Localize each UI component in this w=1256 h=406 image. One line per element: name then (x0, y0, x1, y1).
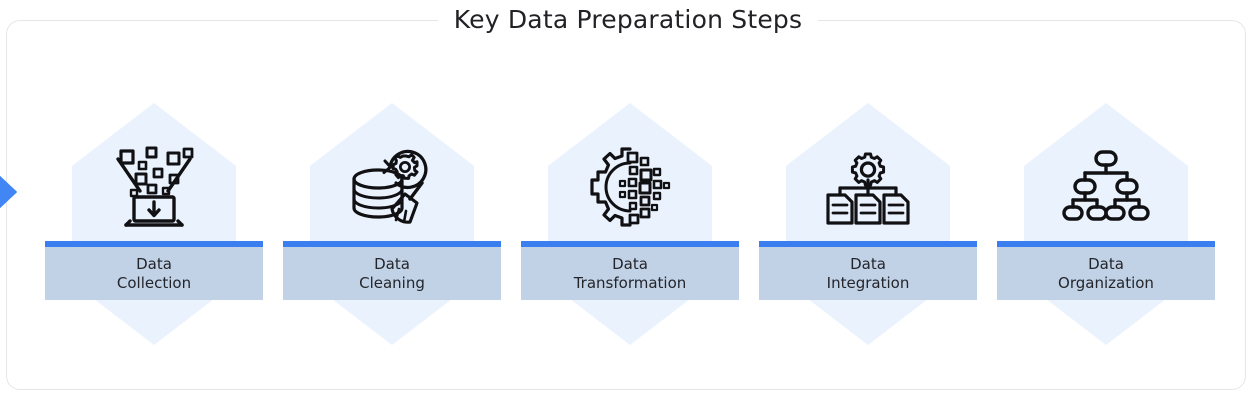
step-label-box: Data Collection (45, 241, 263, 300)
data-funnel-laptop-icon (45, 137, 263, 237)
step-label-box: Data Transformation (521, 241, 739, 300)
step-label-box: Data Cleaning (283, 241, 501, 300)
step-data-cleaning[interactable]: Data Cleaning (283, 103, 501, 345)
hierarchy-tree-icon (997, 137, 1215, 237)
step-label-box: Data Organization (997, 241, 1215, 300)
arrow-right-icon (0, 176, 17, 208)
step-label: Data Organization (1058, 254, 1154, 292)
step-data-integration[interactable]: Data Integration (759, 103, 977, 345)
step-label: Data Collection (116, 254, 192, 292)
step-label: Data Transformation (573, 254, 687, 292)
database-broom-gear-icon (283, 137, 501, 237)
step-label: Data Integration (826, 254, 910, 292)
step-label: Data Cleaning (359, 254, 425, 292)
step-data-transformation[interactable]: Data Transformation (521, 103, 739, 345)
step-data-collection[interactable]: Data Collection (45, 103, 263, 345)
step-label-box: Data Integration (759, 241, 977, 300)
gear-documents-icon (759, 137, 977, 237)
step-data-organization[interactable]: Data Organization (997, 103, 1215, 345)
gear-pixel-grid-icon (521, 137, 739, 237)
